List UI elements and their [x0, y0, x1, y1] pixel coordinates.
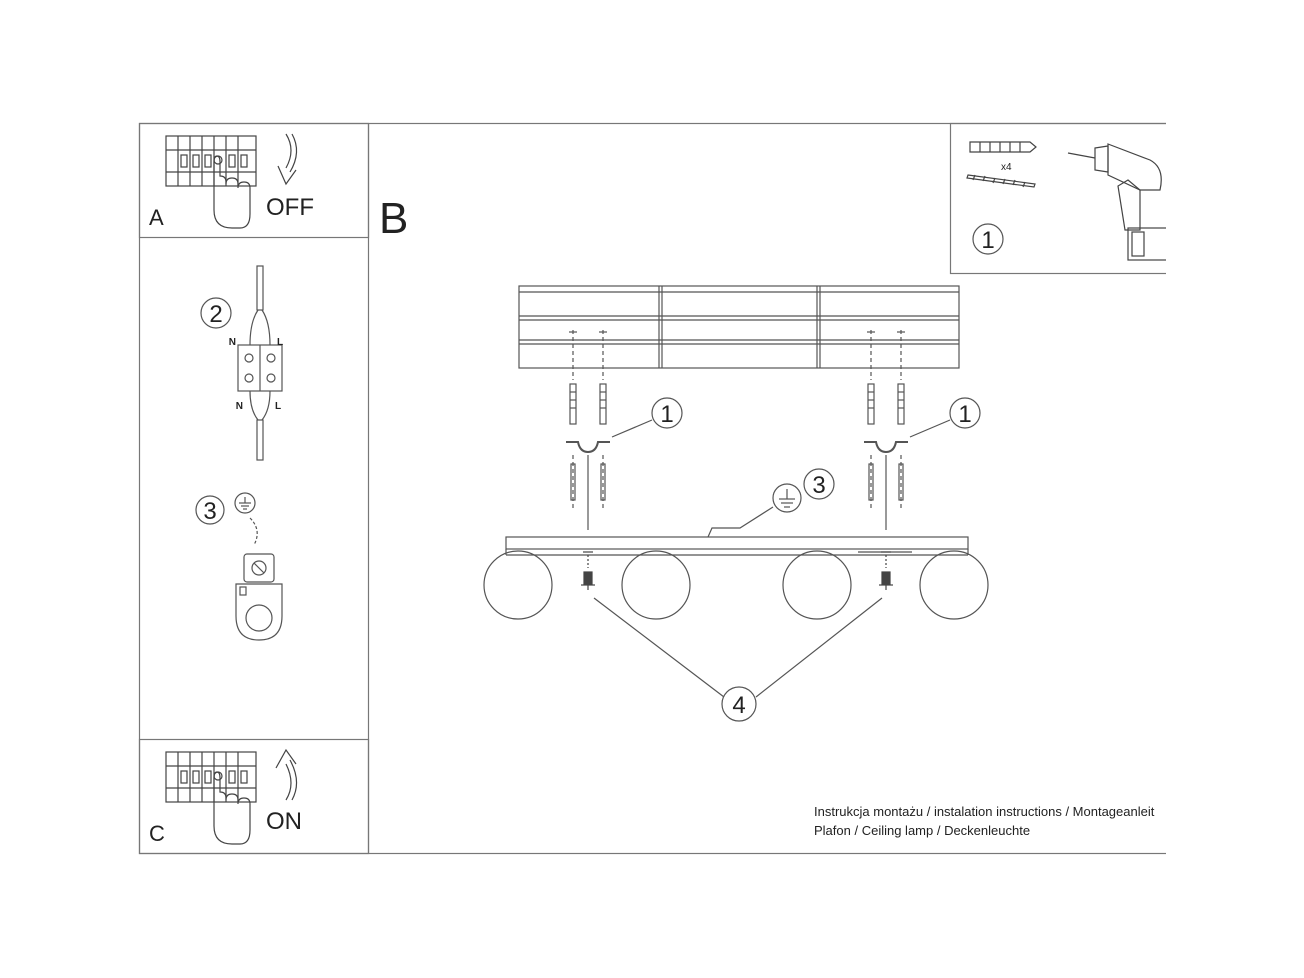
- drill-icon: [1067, 143, 1166, 261]
- globe-4: [919, 550, 989, 620]
- panel-b-letter: B: [379, 194, 408, 243]
- tools-panel: x4 1: [949, 122, 1166, 275]
- lamp-rail: [505, 536, 969, 556]
- callout-1-left: 1: [611, 397, 683, 438]
- fixing-screw-right: [879, 551, 893, 590]
- panel-a-letter: A: [149, 205, 164, 230]
- breaker-panel-icon: [165, 135, 257, 187]
- sheet-frame: [138, 122, 1166, 855]
- callout-2-label: 2: [209, 301, 222, 328]
- callout-3-center-label: 3: [812, 472, 825, 499]
- ground-symbol-icon: [234, 492, 256, 514]
- hand-icon: [213, 771, 251, 845]
- panel-c: ON C: [138, 738, 370, 855]
- globe-3: [782, 550, 852, 620]
- footer: Instrukcja montażu / instalation instruc…: [814, 804, 1155, 838]
- footer-line-2: Plafon / Ceiling lamp / Deckenleuchte: [814, 823, 1030, 838]
- callout-4-label: 4: [732, 692, 745, 719]
- wire-label-live-top: L: [277, 337, 283, 348]
- callout-1-tools-label: 1: [981, 227, 994, 254]
- hand-icon: [213, 155, 251, 229]
- globe-1: [483, 550, 553, 620]
- ground-clip-diagram: 3: [195, 492, 283, 641]
- panel-c-action-label: ON: [266, 808, 302, 835]
- globe-2: [621, 550, 691, 620]
- accessory-quantity: x4: [1001, 162, 1012, 173]
- mounting-hardware-left: [566, 330, 610, 530]
- footer-line-1: Instrukcja montażu / instalation instruc…: [814, 804, 1155, 819]
- callout-3-center: 3: [707, 468, 835, 538]
- wire-label-neutral-top: N: [229, 337, 236, 348]
- breaker-panel-icon: [165, 751, 257, 803]
- callout-1-right: 1: [909, 397, 981, 438]
- arrow-down-icon: [277, 133, 298, 186]
- ceiling-illustration: [518, 285, 960, 369]
- callout-1-left-label: 1: [660, 401, 673, 428]
- mounting-hardware-right: [864, 330, 908, 530]
- wall-plug-icon: [969, 141, 1037, 153]
- callout-1-right-label: 1: [958, 401, 971, 428]
- fixing-screw-left: [581, 551, 595, 590]
- callout-3-left-label: 3: [203, 498, 216, 525]
- screw-icon: [966, 174, 1036, 188]
- lamp-globes: [483, 550, 989, 620]
- panel-a-action-label: OFF: [266, 194, 314, 221]
- wiring-diagram: 2 N L N L: [200, 265, 283, 461]
- wire-label-neutral-bottom: N: [236, 401, 243, 412]
- wire-label-live-bottom: L: [275, 401, 281, 412]
- callout-4: 4: [593, 597, 883, 722]
- arrow-up-icon: [275, 748, 298, 801]
- panel-c-letter: C: [149, 821, 165, 846]
- panel-a: OFF A: [138, 122, 370, 239]
